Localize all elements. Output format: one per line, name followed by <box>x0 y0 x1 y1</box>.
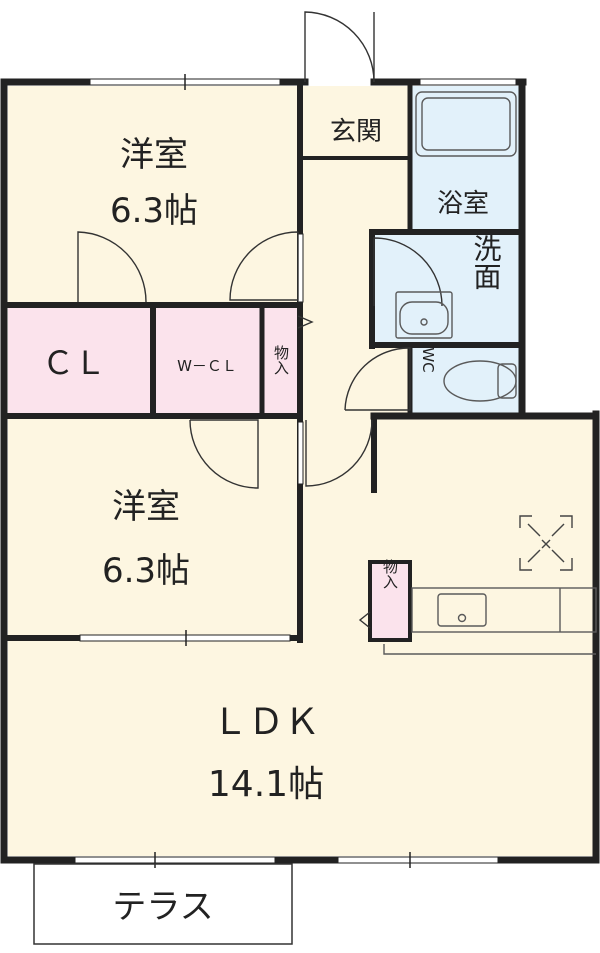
bathroom-name: 浴室 <box>437 189 489 219</box>
bedroom-bottom-size: 6.3帖 <box>102 551 190 591</box>
storage-2-name: 物入 <box>381 559 399 589</box>
ldk-size: 14.1帖 <box>208 764 324 805</box>
room-labels: 洋室 6.3帖 ＣＬ W－ＣＬ 物入 洋室 6.3帖 玄関 浴室 洗面 WC 物… <box>42 117 503 927</box>
ldk-name: ＬＤＫ <box>212 702 320 743</box>
washroom-name: 洗面 <box>470 234 503 290</box>
wash-basin <box>395 291 453 339</box>
kitchen-counter <box>411 587 597 633</box>
bathroom-fill <box>412 86 520 232</box>
bathtub <box>415 91 517 157</box>
room-fills <box>8 86 596 944</box>
toilet-fill <box>412 346 520 414</box>
bedroom-top-name: 洋室 <box>120 135 188 175</box>
bedroom-top-fill <box>8 86 300 304</box>
closet-name: ＣＬ <box>42 344 106 382</box>
storage-1-fill <box>264 306 298 414</box>
windows <box>74 74 517 868</box>
storage-2-fill <box>372 562 410 638</box>
walkin-closet-fill <box>155 306 261 414</box>
terrace-outline <box>33 863 293 945</box>
entrance-name: 玄関 <box>330 117 382 147</box>
storage-1-name: 物入 <box>272 345 290 375</box>
terrace-fill <box>34 864 292 944</box>
toilet-name: WC <box>419 347 437 372</box>
closet-fill <box>8 306 152 414</box>
bedroom-bottom-name: 洋室 <box>112 487 180 527</box>
bedroom-top-size: 6.3帖 <box>110 191 198 231</box>
walkin-closet-name: W－ＣＬ <box>177 357 237 375</box>
terrace-name: テラス <box>112 887 213 927</box>
walls <box>0 78 600 864</box>
ac-symbol-icon <box>519 515 573 571</box>
bedroom-bottom-fill-over <box>8 418 300 636</box>
fixtures <box>383 91 597 655</box>
